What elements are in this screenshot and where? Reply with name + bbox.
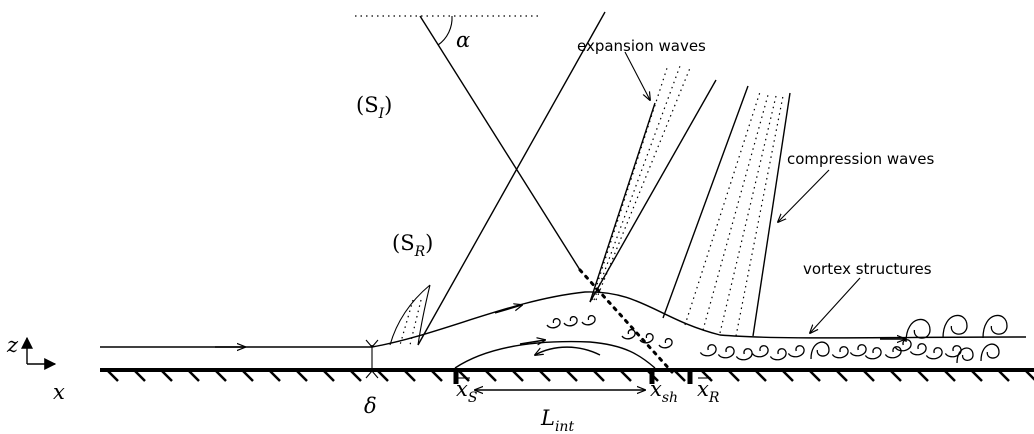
wall-hatch: [458, 370, 470, 382]
wall: [100, 368, 1034, 382]
vortex-curl: [658, 338, 673, 349]
wall-hatch: [566, 370, 578, 382]
incident-shock: [419, 15, 581, 271]
vortex-curl: [717, 346, 735, 359]
wall-hatch: [485, 370, 497, 382]
vortex-curl: [956, 347, 974, 364]
wall-hatch: [188, 370, 200, 382]
vortex-curl: [769, 348, 787, 361]
x-sh-label: xsh: [650, 377, 678, 406]
separation-bubble-lower: [454, 340, 656, 369]
vortex-curl: [944, 345, 962, 358]
wall-hatch: [620, 370, 632, 382]
vortex-curl: [925, 347, 943, 360]
reflected-shock-label: (SR): [392, 231, 433, 260]
vortex-curl: [787, 345, 805, 358]
wall-hatch: [431, 370, 443, 382]
wall-hatch: [998, 370, 1010, 382]
compression-waves-label: compression waves: [787, 150, 934, 168]
wall-hatch: [1025, 370, 1034, 381]
vortex-curl: [621, 329, 636, 340]
wall-hatch: [728, 370, 740, 382]
vortex-curl: [546, 318, 561, 329]
vortex-structures-label: vortex structures: [803, 260, 932, 278]
wall-hatch: [890, 370, 902, 382]
wall-hatch: [674, 370, 686, 382]
wall-hatch: [836, 370, 848, 382]
vortex-curl: [751, 345, 769, 358]
wall-hatch: [242, 370, 254, 382]
vortex-curl: [639, 333, 654, 344]
vortex-curl: [942, 314, 968, 339]
expansion-fan: [589, 64, 717, 303]
vortex-curl: [884, 346, 902, 359]
wall-hatch: [917, 370, 929, 382]
wall-hatch: [269, 370, 281, 382]
wall-hatch: [107, 370, 119, 382]
vortex-curl: [581, 315, 596, 326]
incident-shock-extension: [578, 268, 674, 374]
vortex-curl: [894, 339, 912, 352]
wall-hatch: [863, 370, 875, 382]
alpha-arc: [437, 15, 453, 46]
vortex-curl: [849, 344, 867, 357]
delta-label: δ: [364, 394, 377, 418]
wall-hatch: [512, 370, 524, 382]
vortex-curl: [735, 348, 753, 361]
wall-hatch: [296, 370, 308, 382]
vortex-structures: [546, 314, 1008, 364]
wall-hatch: [971, 370, 983, 382]
reflected-shock: [417, 11, 606, 346]
x-r-label: xR: [697, 377, 720, 406]
vortex-curl: [909, 343, 927, 356]
z-axis-label: z: [6, 333, 19, 357]
expansion-waves-pointer: [624, 51, 650, 100]
wall-hatch: [134, 370, 146, 382]
vortex-curl: [905, 318, 931, 343]
compression-waves-pointer: [778, 169, 830, 222]
vortex-curl: [864, 347, 882, 360]
wall-hatch: [377, 370, 389, 382]
recirculation-arrow: [535, 346, 601, 355]
wall-hatch: [404, 370, 416, 382]
wall-hatch: [323, 370, 335, 382]
x-axis-label: x: [53, 380, 65, 404]
vortex-curl: [810, 341, 830, 360]
wall-hatch: [809, 370, 821, 382]
x-s-label: xS: [456, 377, 477, 406]
shock-foot-fan: [389, 284, 431, 346]
vortex-curl: [831, 346, 849, 359]
wall-hatch: [539, 370, 551, 382]
vortex-curl: [980, 343, 1000, 362]
vortex-curl: [699, 344, 717, 357]
wall-hatching: [107, 370, 1034, 382]
expansion-waves-label: expansion waves: [577, 37, 706, 55]
vortex-curl: [563, 316, 578, 327]
alpha-label: α: [456, 28, 470, 52]
coordinate-axes-icon: [21, 336, 57, 370]
wall-hatch: [701, 370, 713, 382]
wall-hatch: [350, 370, 362, 382]
incident-shock-label: (SI): [356, 93, 392, 122]
wall-hatch: [593, 370, 605, 382]
wall-hatch: [944, 370, 956, 382]
vortex-structures-pointer: [810, 277, 861, 333]
wall-hatch: [215, 370, 227, 382]
l-int-label: Lint: [540, 406, 574, 434]
vortex-curl: [982, 314, 1008, 339]
wall-hatch: [755, 370, 767, 382]
wall-hatch: [161, 370, 173, 382]
wall-hatch: [782, 370, 794, 382]
mixing-layer-upper: [371, 291, 1027, 348]
compression-fan: [662, 85, 791, 337]
